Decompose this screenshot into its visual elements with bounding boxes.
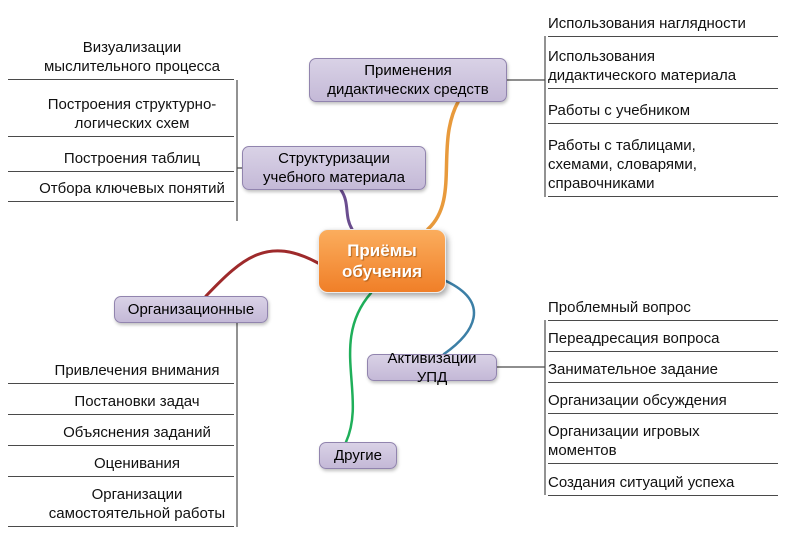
branch-label: Организационные [127,301,255,318]
leaf-item: Работы с учебником [548,101,778,124]
leaf-item: Занимательное задание [548,360,778,383]
branch-node-structuring: Структуризации учебного материала [242,146,426,190]
branch-node-activation: Активизации УПД [367,350,497,386]
leaf-item: Использования наглядности [548,14,778,37]
leaf-item: Построения структурно-логических схем [8,95,234,137]
curve-activation-branch [442,279,476,356]
branch-node-organizational: Организационные [114,296,268,323]
leaf-item: Отбора ключевых понятий [8,179,234,202]
center-node-label: Приёмы обучения [341,241,423,281]
leaf-item: Организации самостоятельной работы [8,485,234,527]
leaf-item: Объяснения заданий [8,423,234,446]
leaf-item: Визуализации мыслительного процесса [8,38,234,80]
leaf-item: Привлечения внимания [8,361,234,384]
leaf-item: Создания ситуаций успеха [548,473,778,496]
curve-other-branch [344,291,373,444]
curve-structuring-branch [339,188,354,231]
leaf-item: Переадресация вопроса [548,329,778,352]
branch-label: Применения дидактических средств [327,62,489,98]
center-node: Приёмы обучения [318,229,446,293]
leaf-item: Организации игровых моментов [548,422,778,464]
leaf-item: Работы с таблицами, схемами, словарями, … [548,136,778,197]
bracket-activation-leaves [497,320,546,495]
leaf-item: Постановки задач [8,392,234,415]
branch-label: Структуризации учебного материала [263,150,405,186]
branch-node-didactic-means: Применения дидактических средств [309,58,507,102]
leaf-item: Организации обсуждения [548,391,778,414]
curve-organizational-branch [204,249,320,298]
branch-label: Другие [333,447,383,464]
leaf-item: Оценивания [8,454,234,477]
branch-label: Активизации УПД [387,349,477,386]
bracket-didactic-leaves [507,36,546,197]
branch-node-other: Другие [319,442,397,469]
leaf-item: Проблемный вопрос [548,298,778,321]
leaf-item: Построения таблиц [8,149,234,172]
leaf-item: Использования дидактического материала [548,47,778,89]
curve-didactic-branch [426,100,460,231]
